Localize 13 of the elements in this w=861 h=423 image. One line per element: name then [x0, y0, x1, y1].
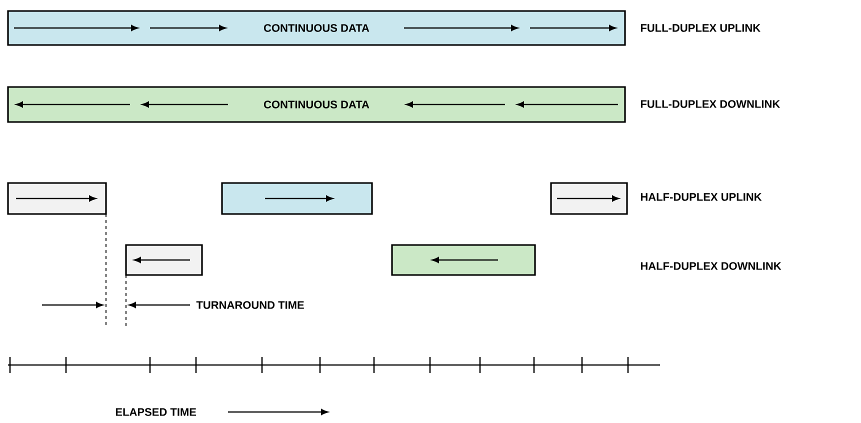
data-bar: CONTINUOUS DATA: [7, 86, 626, 123]
row-label: FULL-DUPLEX UPLINK: [640, 24, 760, 32]
data-bar: CONTINUOUS DATA: [7, 10, 626, 46]
transmission-bar: [550, 182, 628, 215]
transmission-bar: [391, 244, 536, 276]
transmission-bar: [125, 244, 203, 276]
axis-label: ELAPSED TIME: [116, 408, 196, 416]
row-label: FULL-DUPLEX DOWNLINK: [640, 100, 780, 108]
row-label: HALF-DUPLEX DOWNLINK: [640, 262, 782, 270]
transmission-bar: [221, 182, 373, 215]
row-label: HALF-DUPLEX UPLINK: [640, 193, 762, 201]
dimension-label: TURNAROUND TIME: [196, 301, 304, 309]
transmission-bar: [7, 182, 107, 215]
